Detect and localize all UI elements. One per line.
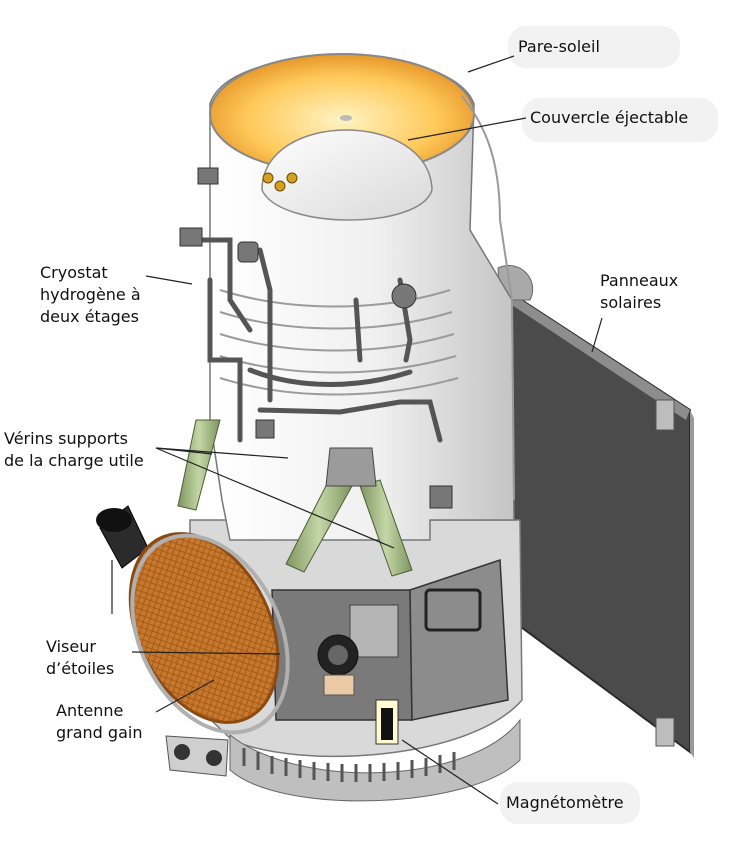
label-cryostat: Cryostat hydrogène à deux étages [40,262,141,328]
label-high-gain-antenna: Antenne grand gain [56,700,142,744]
magnetometer-label-bg [500,782,640,824]
label-payload-actuators: Vérins supports de la charge utile [4,428,144,472]
label-magnetometer-line: Magnétomètre [506,793,624,812]
label-startracker-line1: Viseur [46,637,96,656]
label-cryostat-line2: hydrogène à [40,285,141,304]
cover-label-bg [522,98,718,142]
ejectable-cover [261,115,433,221]
label-antenna-line2: grand gain [56,723,143,742]
leader-lines [111,55,603,805]
high-gain-antenna [128,532,290,735]
label-solar-line2: solaires [600,293,662,312]
cryostat-plumbing [187,237,443,443]
label-solar-panels: Panneaux solaires [600,270,678,314]
label-actuators-line2: de la charge utile [4,451,144,470]
payload-struts [177,419,413,577]
label-magnetometer: Magnétomètre [506,792,624,814]
solar-panel [492,265,694,758]
label-star-tracker: Viseur d’étoiles [46,636,114,680]
label-cover-line: Couvercle éjectable [530,108,689,127]
sunshield-label-bg [508,26,680,68]
cryostat-valves [179,167,453,509]
mount-foot [165,735,229,777]
label-sunshield: Pare-soleil [518,36,600,58]
label-sunshield-line: Pare-soleil [518,37,600,56]
label-antenna-line1: Antenne [56,701,124,720]
label-ejectable-cover: Couvercle éjectable [530,107,688,129]
label-startracker-line2: d’étoiles [46,659,115,678]
label-solar-line1: Panneaux [600,271,679,290]
spacecraft-bus [189,519,523,802]
label-cryostat-line1: Cryostat [40,263,108,282]
label-cryostat-line3: deux étages [40,307,139,326]
label-actuators-line1: Vérins supports [4,429,128,448]
